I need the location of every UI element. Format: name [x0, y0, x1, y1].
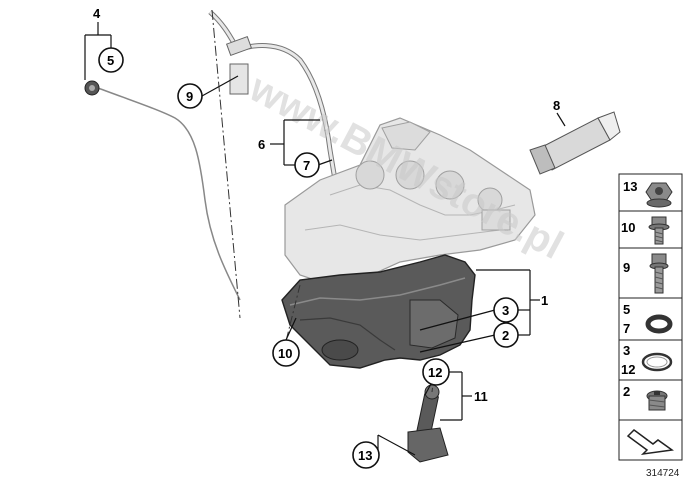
diagram-number: 314724 [646, 468, 680, 479]
o-ring-icon [645, 314, 673, 334]
callout-10: 10 [278, 346, 292, 361]
flange-bolt-icon [648, 216, 670, 245]
callout-4: 4 [93, 6, 101, 21]
callout-leaders [84, 22, 566, 456]
dipstick [84, 9, 241, 319]
callout-9-circle [177, 83, 203, 109]
callout-2: 2 [502, 328, 509, 343]
oil-level-sensor [407, 359, 449, 463]
panel-row-arrow [618, 419, 683, 461]
callout-6: 6 [258, 137, 265, 152]
callout-12: 12 [428, 365, 442, 380]
callouts: 4 5 9 6 7 8 1 3 2 10 12 11 13 [93, 6, 560, 469]
panel-row-10 [618, 210, 683, 249]
panel-label-7: 7 [623, 321, 630, 336]
callout-7-circle [294, 152, 320, 178]
callout-13: 13 [358, 448, 372, 463]
arrow-icon [626, 429, 674, 456]
callout-9: 9 [186, 89, 193, 104]
callout-5: 5 [107, 53, 114, 68]
engine-block [284, 117, 536, 286]
sealant-tube [529, 111, 621, 175]
panel-label-13: 13 [623, 179, 637, 194]
panel-label-9: 9 [623, 260, 630, 275]
panel-label-5: 5 [623, 302, 630, 317]
callout-3-circle [493, 297, 519, 323]
callout-12-circle [422, 358, 450, 386]
callout-5-circle [98, 47, 124, 73]
panel-label-12: 12 [621, 362, 635, 377]
callout-3: 3 [502, 303, 509, 318]
panel-label-10: 10 [621, 220, 635, 235]
callout-13-circle [352, 441, 380, 469]
panel-label-2: 2 [623, 384, 630, 399]
collar-nut-icon [645, 182, 673, 208]
panel-label-3: 3 [623, 343, 630, 358]
oil-pan [281, 254, 476, 369]
callout-2-circle [493, 322, 519, 348]
side-panel: 13 10 9 5 [618, 173, 683, 479]
drain-plug-icon [646, 390, 668, 411]
hex-bolt-icon [649, 253, 669, 294]
callout-8: 8 [553, 98, 560, 113]
callout-7: 7 [303, 158, 310, 173]
callout-10-circle [272, 339, 300, 367]
callout-11: 11 [474, 389, 488, 404]
callout-1: 1 [541, 293, 548, 308]
gasket-ring-icon [641, 352, 673, 372]
